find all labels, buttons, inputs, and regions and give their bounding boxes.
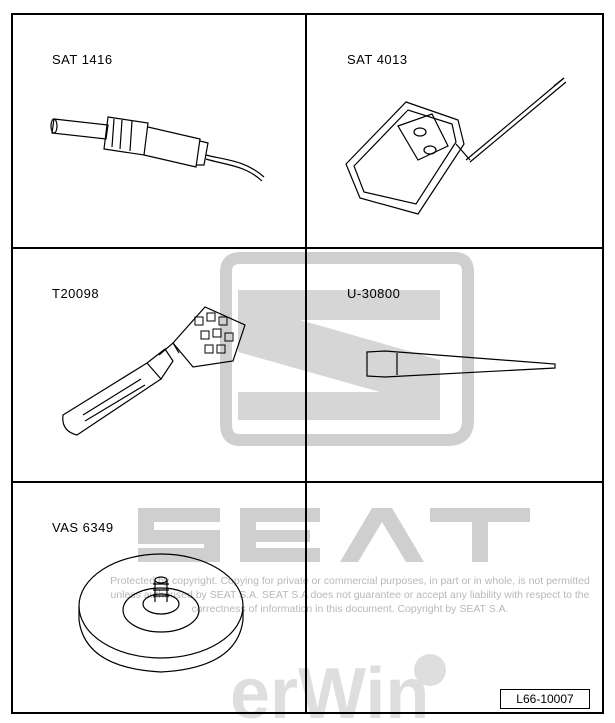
figure-code: L66-10007 [500, 689, 590, 709]
row-divider-1 [11, 247, 604, 249]
svg-text:erWin: erWin [230, 654, 429, 723]
vas-6349-tool-drawing [78, 553, 244, 673]
tool-label-t20098: T20098 [52, 286, 100, 301]
tool-label-sat-4013: SAT 4013 [347, 52, 408, 67]
erwin-watermark: erWin [230, 654, 446, 723]
t20098-tool-drawing [62, 306, 246, 436]
sat-4013-tool-drawing [345, 77, 567, 215]
sat-1416-tool-drawing [50, 116, 265, 182]
tool-label-vas-6349: VAS 6349 [52, 520, 114, 535]
row-divider-2 [11, 481, 604, 483]
tool-table-frame [11, 13, 604, 714]
u-30800-tool-drawing [366, 350, 556, 378]
seat-watermark-text [138, 508, 530, 562]
tool-label-u-30800: U-30800 [347, 286, 401, 301]
tool-label-sat-1416: SAT 1416 [52, 52, 113, 67]
column-divider [305, 13, 307, 714]
